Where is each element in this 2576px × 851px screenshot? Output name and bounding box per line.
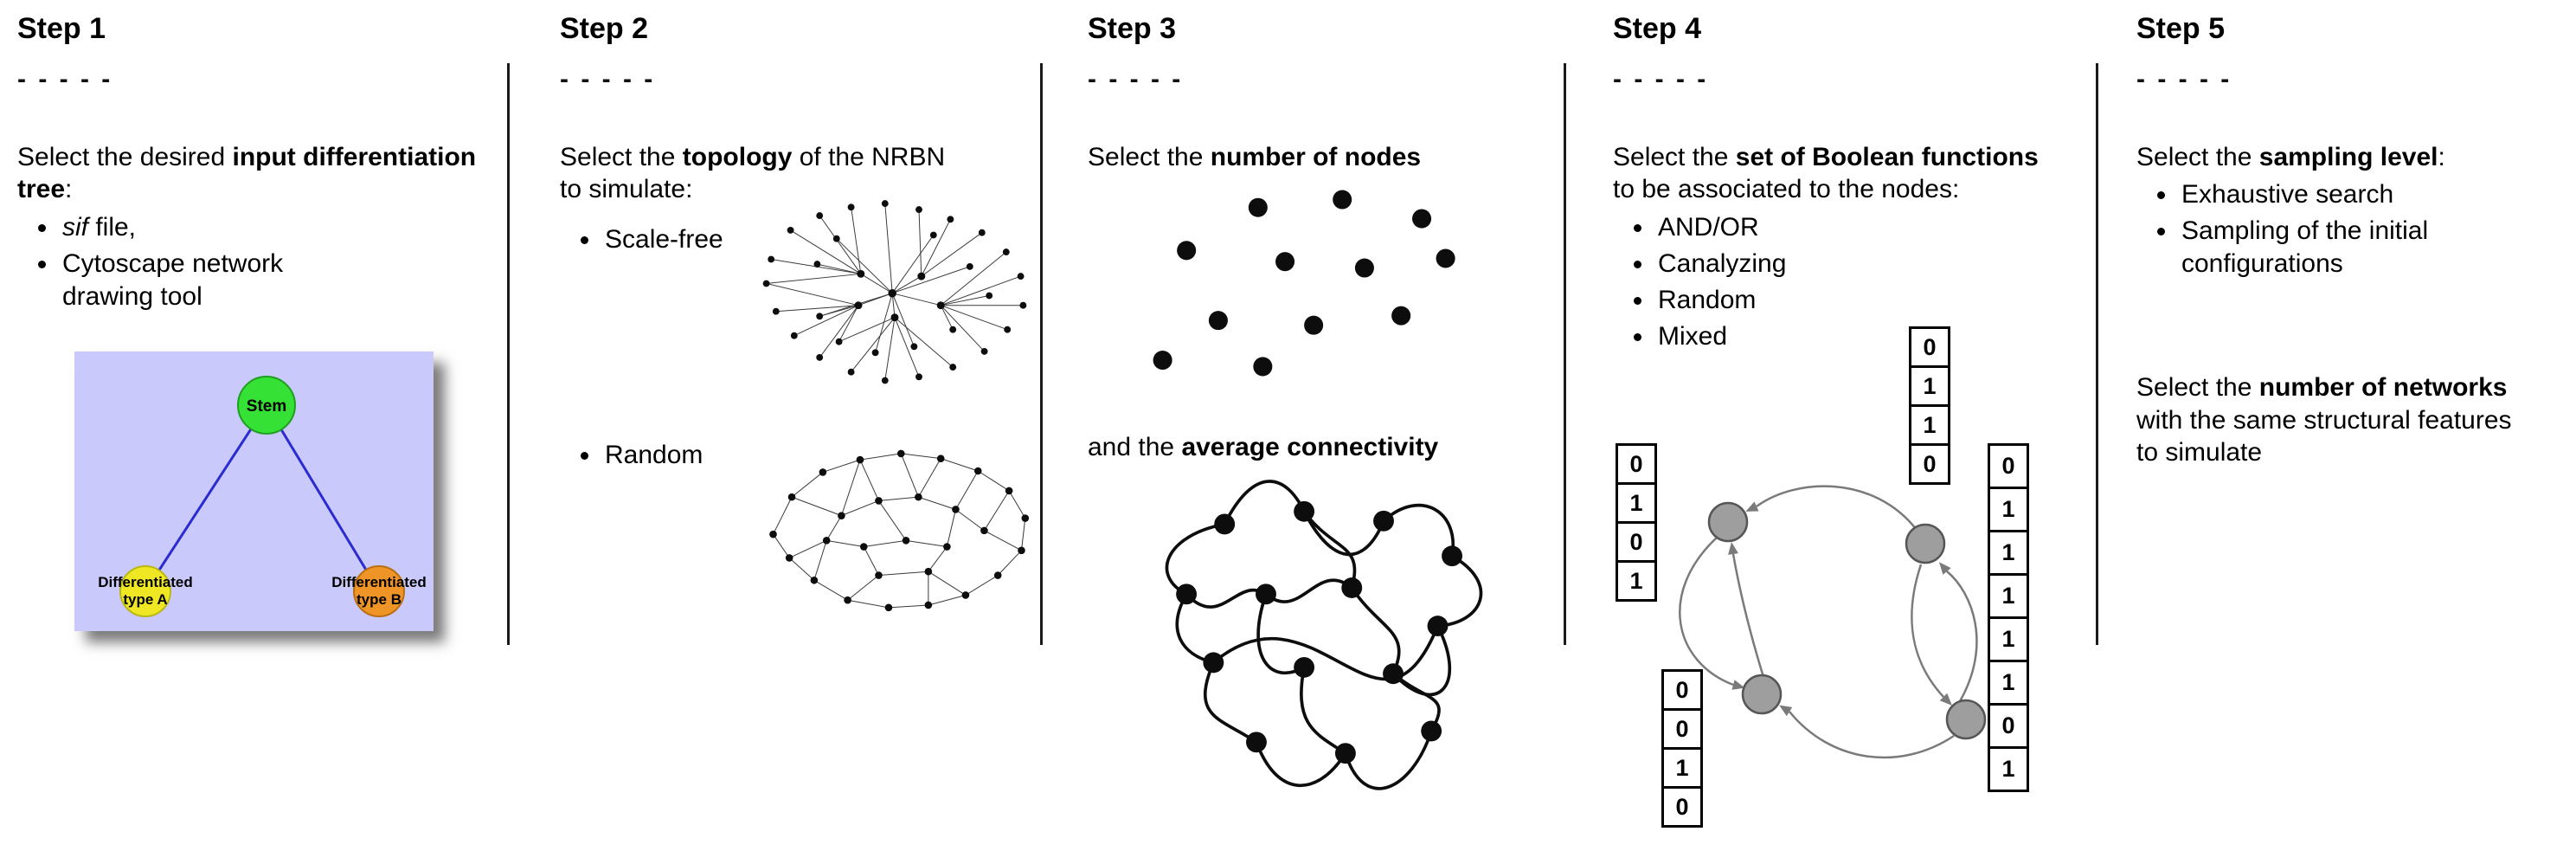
- tree-edge-left: [144, 403, 268, 592]
- column-divider-2: [1040, 63, 1043, 645]
- bullet-item-canalyzing: Canalyzing: [1654, 248, 2096, 280]
- dots: [1153, 190, 1455, 377]
- step-2-column: Step 2 - - - - - Select the topology of …: [510, 0, 1040, 851]
- step-1-title: Step 1: [17, 12, 106, 45]
- differentiation-tree-svg: Stem Differentiated type A Differentiate…: [74, 351, 434, 631]
- truth-table-cell: 1: [1988, 616, 2029, 662]
- step-3-dashed-separator: - - - - -: [1088, 64, 1184, 93]
- scale-free-bullet: Scale-free: [560, 220, 755, 260]
- step-5-second-text: Select the number of networks with the s…: [2136, 372, 2512, 467]
- bullet-item-sampling-initial: Sampling of the initial configurations: [2178, 215, 2498, 280]
- truth-table-cell: 0: [1661, 669, 1703, 711]
- truth-table-cell: 1: [1988, 746, 2029, 792]
- differentiation-tree-image: Stem Differentiated type A Differentiate…: [74, 351, 434, 631]
- truth-table-cell: 1: [1988, 487, 2029, 532]
- bullet-item-random: Random: [601, 439, 755, 472]
- truth-table-cell: 1: [1909, 404, 1950, 446]
- tree-edges: [144, 403, 381, 592]
- step-4-title: Step 4: [1613, 12, 1702, 45]
- step-1-intro: Select the desired input differentiation…: [17, 142, 477, 204]
- column-divider-4: [2096, 63, 2098, 645]
- step-3-second-text: and the average connectivity: [1088, 433, 1439, 462]
- step-5-column: Step 5 - - - - - Select the sampling lev…: [2098, 0, 2573, 851]
- step-4-dashed-separator: - - - - -: [1613, 64, 1709, 93]
- bullet-item-cytoscape: Cytoscape network drawing tool: [59, 248, 318, 313]
- boolean-arrowheads: [1728, 501, 1952, 717]
- nodes-dots-graphic: [1153, 190, 1455, 377]
- step-3-title: Step 3: [1088, 12, 1177, 45]
- bullet-item-sif-file: sif file,: [59, 211, 318, 244]
- truth-table-cell: 0: [1909, 443, 1950, 485]
- tangle-nodes: [1176, 501, 1462, 764]
- bullet-item-mixed: Mixed: [1654, 320, 2096, 353]
- column-divider-1: [507, 63, 510, 645]
- step-2-intro: Select the topology of the NRBN to simul…: [560, 142, 946, 204]
- truth-table-top: 0 1 1 0: [1909, 326, 1950, 485]
- step-5-intro: Select the sampling level:: [2136, 142, 2445, 171]
- truth-table-cell: 1: [1661, 747, 1703, 789]
- step-3-intro: Select the number of nodes: [1088, 142, 1422, 171]
- truth-table-bottom-left: 0 0 1 0: [1661, 669, 1703, 828]
- truth-table-cell: 1: [1616, 560, 1657, 602]
- type-b-label-line1: Differentiated: [331, 574, 427, 590]
- bullet-item-exhaustive-search: Exhaustive search: [2178, 178, 2498, 211]
- step-4-bullet-list: AND/OR Canalyzing Random Mixed: [1613, 211, 2096, 352]
- step-2-title: Step 2: [560, 12, 649, 45]
- step-4-text-content: Step 4 - - - - - Select the set of Boole…: [1613, 10, 2096, 352]
- scale-free-network-graphic: [762, 200, 1027, 384]
- random-edges: [773, 453, 1026, 609]
- boolean-node-top: [1905, 523, 1946, 564]
- bullet-item-random-functions: Random: [1654, 284, 2096, 317]
- step-5-dashed-separator: - - - - -: [2136, 64, 2232, 93]
- boolean-node-bottom-left: [1741, 674, 1783, 715]
- random-nodes: [769, 449, 1030, 612]
- truth-table-cell: 1: [1616, 482, 1657, 524]
- type-b-node: [353, 564, 405, 617]
- scale-free-row: Scale-free: [560, 200, 1040, 418]
- type-a-label-line1: Differentiated: [98, 574, 193, 590]
- bullet-item-scale-free: Scale-free: [601, 223, 755, 256]
- type-a-node: [119, 564, 171, 617]
- step-2-dashed-separator: - - - - -: [560, 64, 656, 93]
- step-3-column: Step 3 - - - - - Select the number of no…: [1043, 0, 1564, 851]
- random-network-graphic: [769, 449, 1030, 612]
- truth-table-cell: 0: [1909, 326, 1950, 368]
- stem-node-label: Stem: [247, 397, 286, 416]
- step-5-title: Step 5: [2136, 12, 2226, 45]
- step-4-intro: Select the set of Boolean functions to b…: [1613, 142, 2039, 204]
- average-connectivity-graphic: [1165, 480, 1483, 790]
- truth-table-cell: 1: [1988, 660, 2029, 706]
- tree-edge-right: [265, 403, 381, 592]
- step-5-bullet-list: Exhaustive search Sampling of the initia…: [2136, 178, 2560, 280]
- truth-table-cell: 0: [1988, 443, 2029, 489]
- boolean-arrows: [1679, 485, 1978, 759]
- bullet-item-and-or: AND/OR: [1654, 211, 2096, 244]
- boolean-nodes: [1707, 501, 1987, 740]
- scale-free-nodes: [762, 200, 1027, 384]
- step-1-column: Step 1 - - - - - Select the desired inpu…: [0, 0, 507, 851]
- type-a-label-line2: type A: [123, 591, 167, 608]
- step-4-column: Step 4 - - - - - Select the set of Boole…: [1566, 0, 2096, 851]
- truth-table-cell: 1: [1909, 365, 1950, 407]
- truth-table-right: 0 1 1 1 1 1 0 1: [1988, 443, 2029, 792]
- random-bullet: Random: [560, 435, 755, 475]
- truth-table-cell: 1: [1988, 573, 2029, 619]
- boolean-node-bottom-right: [1945, 699, 1987, 740]
- stem-node: [237, 375, 296, 435]
- truth-table-cell: 0: [1661, 786, 1703, 828]
- random-row: Random: [560, 430, 1040, 639]
- truth-table-cell: 0: [1988, 703, 2029, 749]
- truth-table-left: 0 1 0 1: [1616, 443, 1657, 602]
- type-b-label-line2: type B: [357, 591, 401, 608]
- step-1-dashed-separator: - - - - -: [17, 64, 113, 93]
- boolean-node-left: [1707, 501, 1749, 543]
- truth-table-cell: 1: [1988, 530, 2029, 576]
- column-divider-3: [1564, 63, 1566, 645]
- truth-table-cell: 0: [1616, 443, 1657, 485]
- tangle-edges: [1165, 480, 1483, 790]
- truth-table-cell: 0: [1616, 521, 1657, 563]
- step-1-bullet-list: sif file, Cytoscape network drawing tool: [17, 211, 495, 313]
- truth-table-cell: 0: [1661, 708, 1703, 750]
